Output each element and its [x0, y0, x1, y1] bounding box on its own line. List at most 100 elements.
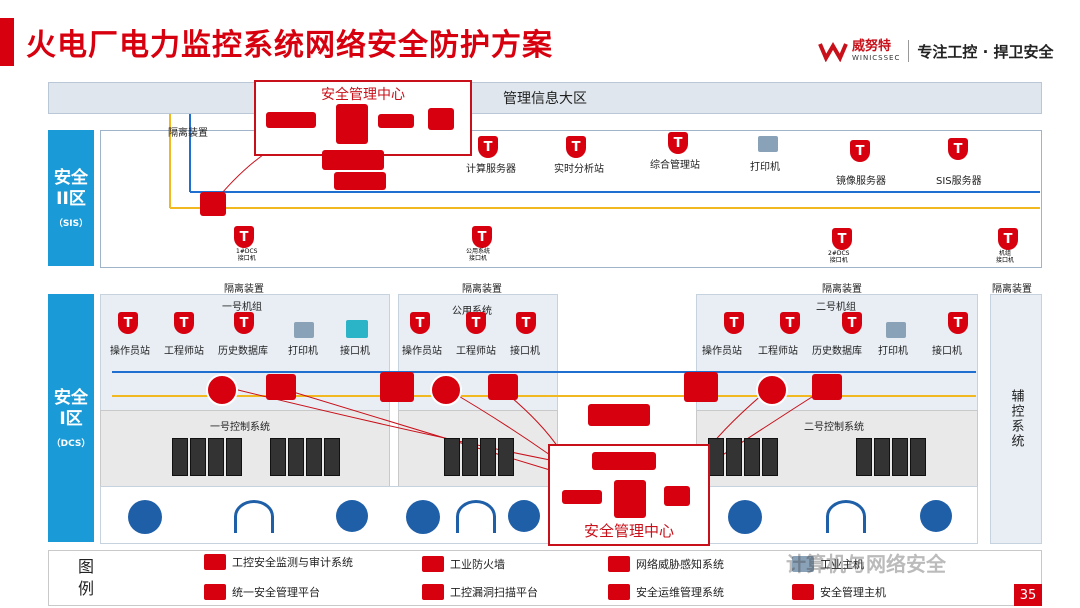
legend-firewall-icon — [422, 556, 444, 572]
unit1-eng-shield-icon: T — [174, 312, 194, 334]
unit2-firewall-icon — [684, 372, 718, 402]
smc-bottom-host-icon — [664, 486, 690, 506]
unit1-control-area — [100, 410, 390, 488]
unified-platform-icon — [266, 112, 316, 128]
aux-system-label: 辅控系统 — [1008, 389, 1024, 449]
unit1-ctrl-label: 一号控制系统 — [210, 422, 270, 433]
common-cabinets — [444, 438, 514, 476]
isolation-label-2: 隔离装置 — [462, 284, 502, 295]
top-switch-icon — [322, 150, 384, 170]
realtime-station-shield-icon: T — [566, 136, 586, 158]
common-title: 公用系统 — [452, 302, 492, 317]
smc-bottom-server-icon — [614, 480, 646, 518]
legend-item-firewall: 工业防火墙 — [422, 556, 505, 572]
unit1-iface-icon — [346, 320, 368, 338]
unit2-iface-shield-icon: T — [948, 312, 968, 334]
legend-label: 安全管理主机 — [820, 586, 886, 599]
unit2-hist-shield-icon: T — [842, 312, 862, 334]
unit1-cabinets-b — [270, 438, 340, 476]
common-control-area — [398, 410, 558, 488]
legend-item-platform: 统一安全管理平台 — [204, 584, 320, 600]
legend-item-host: 工业主机 — [792, 556, 864, 572]
smc-bottom-label: 安全管理中心 — [583, 522, 674, 540]
legend-label: 统一安全管理平台 — [232, 586, 320, 599]
calc-server-shield-icon: T — [478, 136, 498, 158]
legend-label: 工控漏洞扫描平台 — [450, 586, 538, 599]
security-host-icon — [428, 108, 454, 130]
unit2-item-4: 接口机 — [932, 346, 962, 357]
mgmt-station-shield-icon: T — [668, 132, 688, 154]
isolation-label-top: 隔离装置 — [168, 128, 208, 139]
common-threat-sensor-icon — [488, 374, 518, 400]
unit1-item-1: 工程师站 — [164, 346, 204, 357]
unit1-threat-sensor-icon — [266, 374, 296, 400]
zone1-label-box: 安全 I区 （DCS） — [48, 294, 94, 542]
page-title: 火电厂电力监控系统网络安全防护方案 — [26, 28, 553, 63]
unit1-audit-icon — [206, 374, 238, 406]
unit2-fan-icon — [920, 500, 952, 532]
isolation-label-3: 隔离装置 — [822, 284, 862, 295]
title-accent-bar — [0, 18, 14, 66]
legend-threat-icon — [608, 556, 630, 572]
brand-slogan: 专注工控 · 捍卫安全 — [917, 42, 1054, 61]
unit2-flow-icon — [826, 500, 866, 533]
common-gauge-icon — [406, 500, 440, 534]
unit1-cabinets-a — [172, 438, 242, 476]
legend-label: 网络威胁感知系统 — [636, 558, 724, 571]
unit1-hist-shield-icon: T — [234, 312, 254, 334]
zone2-iface-2: 2#DCS 接口机 — [828, 250, 850, 264]
legend-label: 安全运维管理系统 — [636, 586, 724, 599]
unit2-control-area — [696, 410, 978, 488]
common-op-shield-icon: T — [410, 312, 430, 334]
zone2-threat-sensor-icon — [200, 192, 226, 216]
unit1-item-3: 打印机 — [288, 346, 318, 357]
ops-server-icon — [336, 104, 368, 144]
brand-separator — [908, 40, 910, 62]
isolation-label-1: 隔离装置 — [224, 284, 264, 295]
unit1-firewall-icon — [380, 372, 414, 402]
smc-bottom-box: 安全管理中心 — [548, 444, 710, 546]
unit2-gauge-icon — [728, 500, 762, 534]
zone2-node-3: 打印机 — [750, 162, 780, 173]
isolation-label-4: 隔离装置 — [992, 284, 1032, 295]
iface3-shield-icon: T — [998, 228, 1018, 250]
common-eng-shield-icon: T — [466, 312, 486, 334]
center-firewall-icon — [588, 404, 650, 426]
iface2-shield-icon: T — [832, 228, 852, 250]
legend-label: 工控安全监测与审计系统 — [232, 556, 353, 569]
unit2-printer-icon — [886, 322, 906, 338]
zone2-node-5: SIS服务器 — [936, 176, 982, 187]
unit2-audit-icon — [756, 374, 788, 406]
smc-top-label: 安全管理中心 — [321, 87, 405, 103]
zone2-iface-3: 机组 接口机 — [996, 250, 1015, 264]
unit1-title: 一号机组 — [222, 302, 262, 313]
unit1-op-shield-icon: T — [118, 312, 138, 334]
unit1-item-2: 历史数据库 — [218, 346, 268, 357]
legend-platform-icon — [204, 584, 226, 600]
mis-zone-band: 管理信息大区 — [48, 82, 1042, 114]
unit2-cabinets-b — [856, 438, 926, 476]
sis-server-shield-icon: T — [948, 138, 968, 160]
common-fan-icon — [508, 500, 540, 532]
zone2-label-box: 安全 II区 （SIS） — [48, 130, 94, 266]
iface-common-shield-icon: T — [472, 226, 492, 248]
zone2-node-2: 综合管理站 — [650, 160, 700, 171]
zone2-label: 安全 II区 — [54, 167, 88, 209]
zone1-label: 安全 I区 — [54, 387, 88, 429]
zone2-node-4: 镜像服务器 — [836, 176, 886, 187]
common-flow-icon — [456, 500, 496, 533]
common-item-1: 工程师站 — [456, 346, 496, 357]
zone2-printer-icon — [758, 136, 778, 152]
legend-item-ops: 安全运维管理系统 — [608, 584, 724, 600]
legend-heading: 图 例 — [78, 557, 95, 598]
legend-ops-icon — [608, 584, 630, 600]
smc-bottom-platform-icon — [562, 490, 602, 504]
legend-label: 工业防火墙 — [450, 558, 505, 571]
iface1-shield-icon: T — [234, 226, 254, 248]
common-item-2: 接口机 — [510, 346, 540, 357]
unit1-item-4: 接口机 — [340, 346, 370, 357]
zone1-sub: （DCS） — [51, 438, 91, 449]
unit2-item-3: 打印机 — [878, 346, 908, 357]
unit2-item-1: 工程师站 — [758, 346, 798, 357]
brand-sub: WINICSSEC — [852, 54, 901, 62]
